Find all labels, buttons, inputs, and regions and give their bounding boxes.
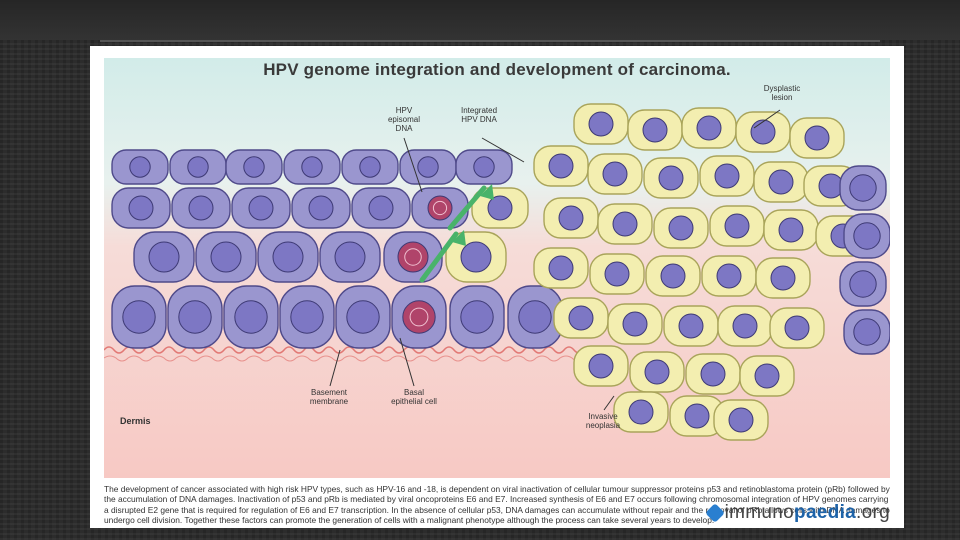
cell-nucleus (696, 115, 722, 141)
label-leader-line (399, 337, 415, 387)
label-invasive-neoplasia: Invasive neoplasia (585, 412, 621, 430)
label-episomal-dna: HPV episomal DNA (387, 106, 420, 133)
cell-nucleus (784, 315, 810, 341)
label-leader-line (403, 137, 423, 193)
label-leader-line (753, 109, 781, 129)
cell-nucleus (558, 205, 584, 231)
cell-nucleus (642, 117, 668, 143)
label-leader-line (329, 349, 341, 387)
cell-nucleus (272, 241, 304, 273)
cell-nucleus (849, 174, 877, 202)
cell-nucleus (188, 195, 214, 221)
cell-nucleus (660, 263, 686, 289)
cell-nucleus (301, 156, 323, 178)
integration-arrowhead (480, 184, 494, 200)
cell-nucleus (622, 311, 648, 337)
membrane-fibre-line (104, 355, 585, 362)
cell-nucleus (778, 217, 804, 243)
label-integrated-dna: Integrated HPV DNA (460, 106, 498, 124)
logo-mark-icon (704, 503, 725, 523)
cell-nucleus (700, 361, 726, 387)
cell-nucleus (460, 241, 492, 273)
cell-diagram (104, 103, 890, 441)
diagram-title: HPV genome integration and development o… (263, 60, 731, 79)
cell-nucleus (684, 403, 710, 429)
cell-nucleus (628, 399, 654, 425)
cell-nucleus (588, 353, 614, 379)
slide-top-band (0, 0, 960, 40)
integration-arrowhead (452, 230, 466, 246)
label-dermis: Dermis (120, 416, 151, 426)
cell-nucleus (290, 300, 324, 334)
cell-nucleus (487, 195, 513, 221)
label-basal-cell: Basal epithelial cell (391, 388, 437, 406)
cell-nucleus (732, 313, 758, 339)
logo-prefix: immuno (724, 502, 795, 523)
cell-nucleus (243, 156, 265, 178)
immunopaedia-logo: immunopaedia.org (704, 502, 890, 524)
cell-nucleus (473, 156, 495, 178)
cell-nucleus (308, 195, 334, 221)
cell-nucleus (128, 195, 154, 221)
label-dysplastic-lesion: Dysplastic lesion (763, 84, 801, 102)
cell-nucleus (397, 241, 429, 273)
cell-nucleus (644, 359, 670, 385)
figure-card: HPV genome integration and development o… (90, 46, 904, 528)
viral-dna-mark (409, 307, 429, 327)
cell-nucleus (568, 305, 594, 331)
cell-nucleus (604, 261, 630, 287)
cell-nucleus (460, 300, 494, 334)
figure-caption: The development of cancer associated wit… (104, 484, 890, 526)
cell-nucleus (210, 241, 242, 273)
cell-nucleus (427, 195, 453, 221)
integration-arrow (447, 185, 487, 231)
cell-nucleus (728, 407, 754, 433)
logo-suffix: .org (856, 502, 890, 523)
cell-nucleus (417, 156, 439, 178)
cell-nucleus (334, 241, 366, 273)
cell-nucleus (548, 255, 574, 281)
diagram-panel: HPV genome integration and development o… (104, 58, 890, 478)
cell-nucleus (853, 318, 881, 346)
cell-nucleus (750, 119, 776, 145)
label-leader-line (603, 395, 615, 411)
cell-nucleus (359, 156, 381, 178)
cell-nucleus (178, 300, 212, 334)
basement-membrane-line (104, 346, 585, 354)
cell-nucleus (234, 300, 268, 334)
label-basement-membrane: Basement membrane (309, 388, 349, 406)
cell-nucleus (754, 363, 780, 389)
cell-nucleus (804, 125, 830, 151)
cell-nucleus (518, 300, 552, 334)
cell-nucleus (187, 156, 209, 178)
label-leader-line (481, 137, 525, 163)
cell-nucleus (770, 265, 796, 291)
cell-nucleus (714, 163, 740, 189)
viral-dna-mark (432, 200, 448, 216)
slide-divider (100, 40, 880, 42)
cell-nucleus (602, 161, 628, 187)
cell-nucleus (248, 195, 274, 221)
cell-nucleus (668, 215, 694, 241)
cell-nucleus (849, 270, 877, 298)
cell-nucleus (402, 300, 436, 334)
cell-nucleus (368, 195, 394, 221)
cell-nucleus (853, 222, 881, 250)
cell-nucleus (129, 156, 151, 178)
cell-nucleus (122, 300, 156, 334)
viral-dna-mark (404, 248, 422, 266)
logo-accent: paedia (794, 502, 857, 523)
cell-nucleus (588, 111, 614, 137)
cell-nucleus (548, 153, 574, 179)
cell-nucleus (346, 300, 380, 334)
cell-nucleus (768, 169, 794, 195)
cell-nucleus (612, 211, 638, 237)
cell-nucleus (716, 263, 742, 289)
cell-nucleus (678, 313, 704, 339)
integration-arrow (419, 231, 459, 283)
cell-nucleus (724, 213, 750, 239)
cell-nucleus (658, 165, 684, 191)
cell-nucleus (148, 241, 180, 273)
